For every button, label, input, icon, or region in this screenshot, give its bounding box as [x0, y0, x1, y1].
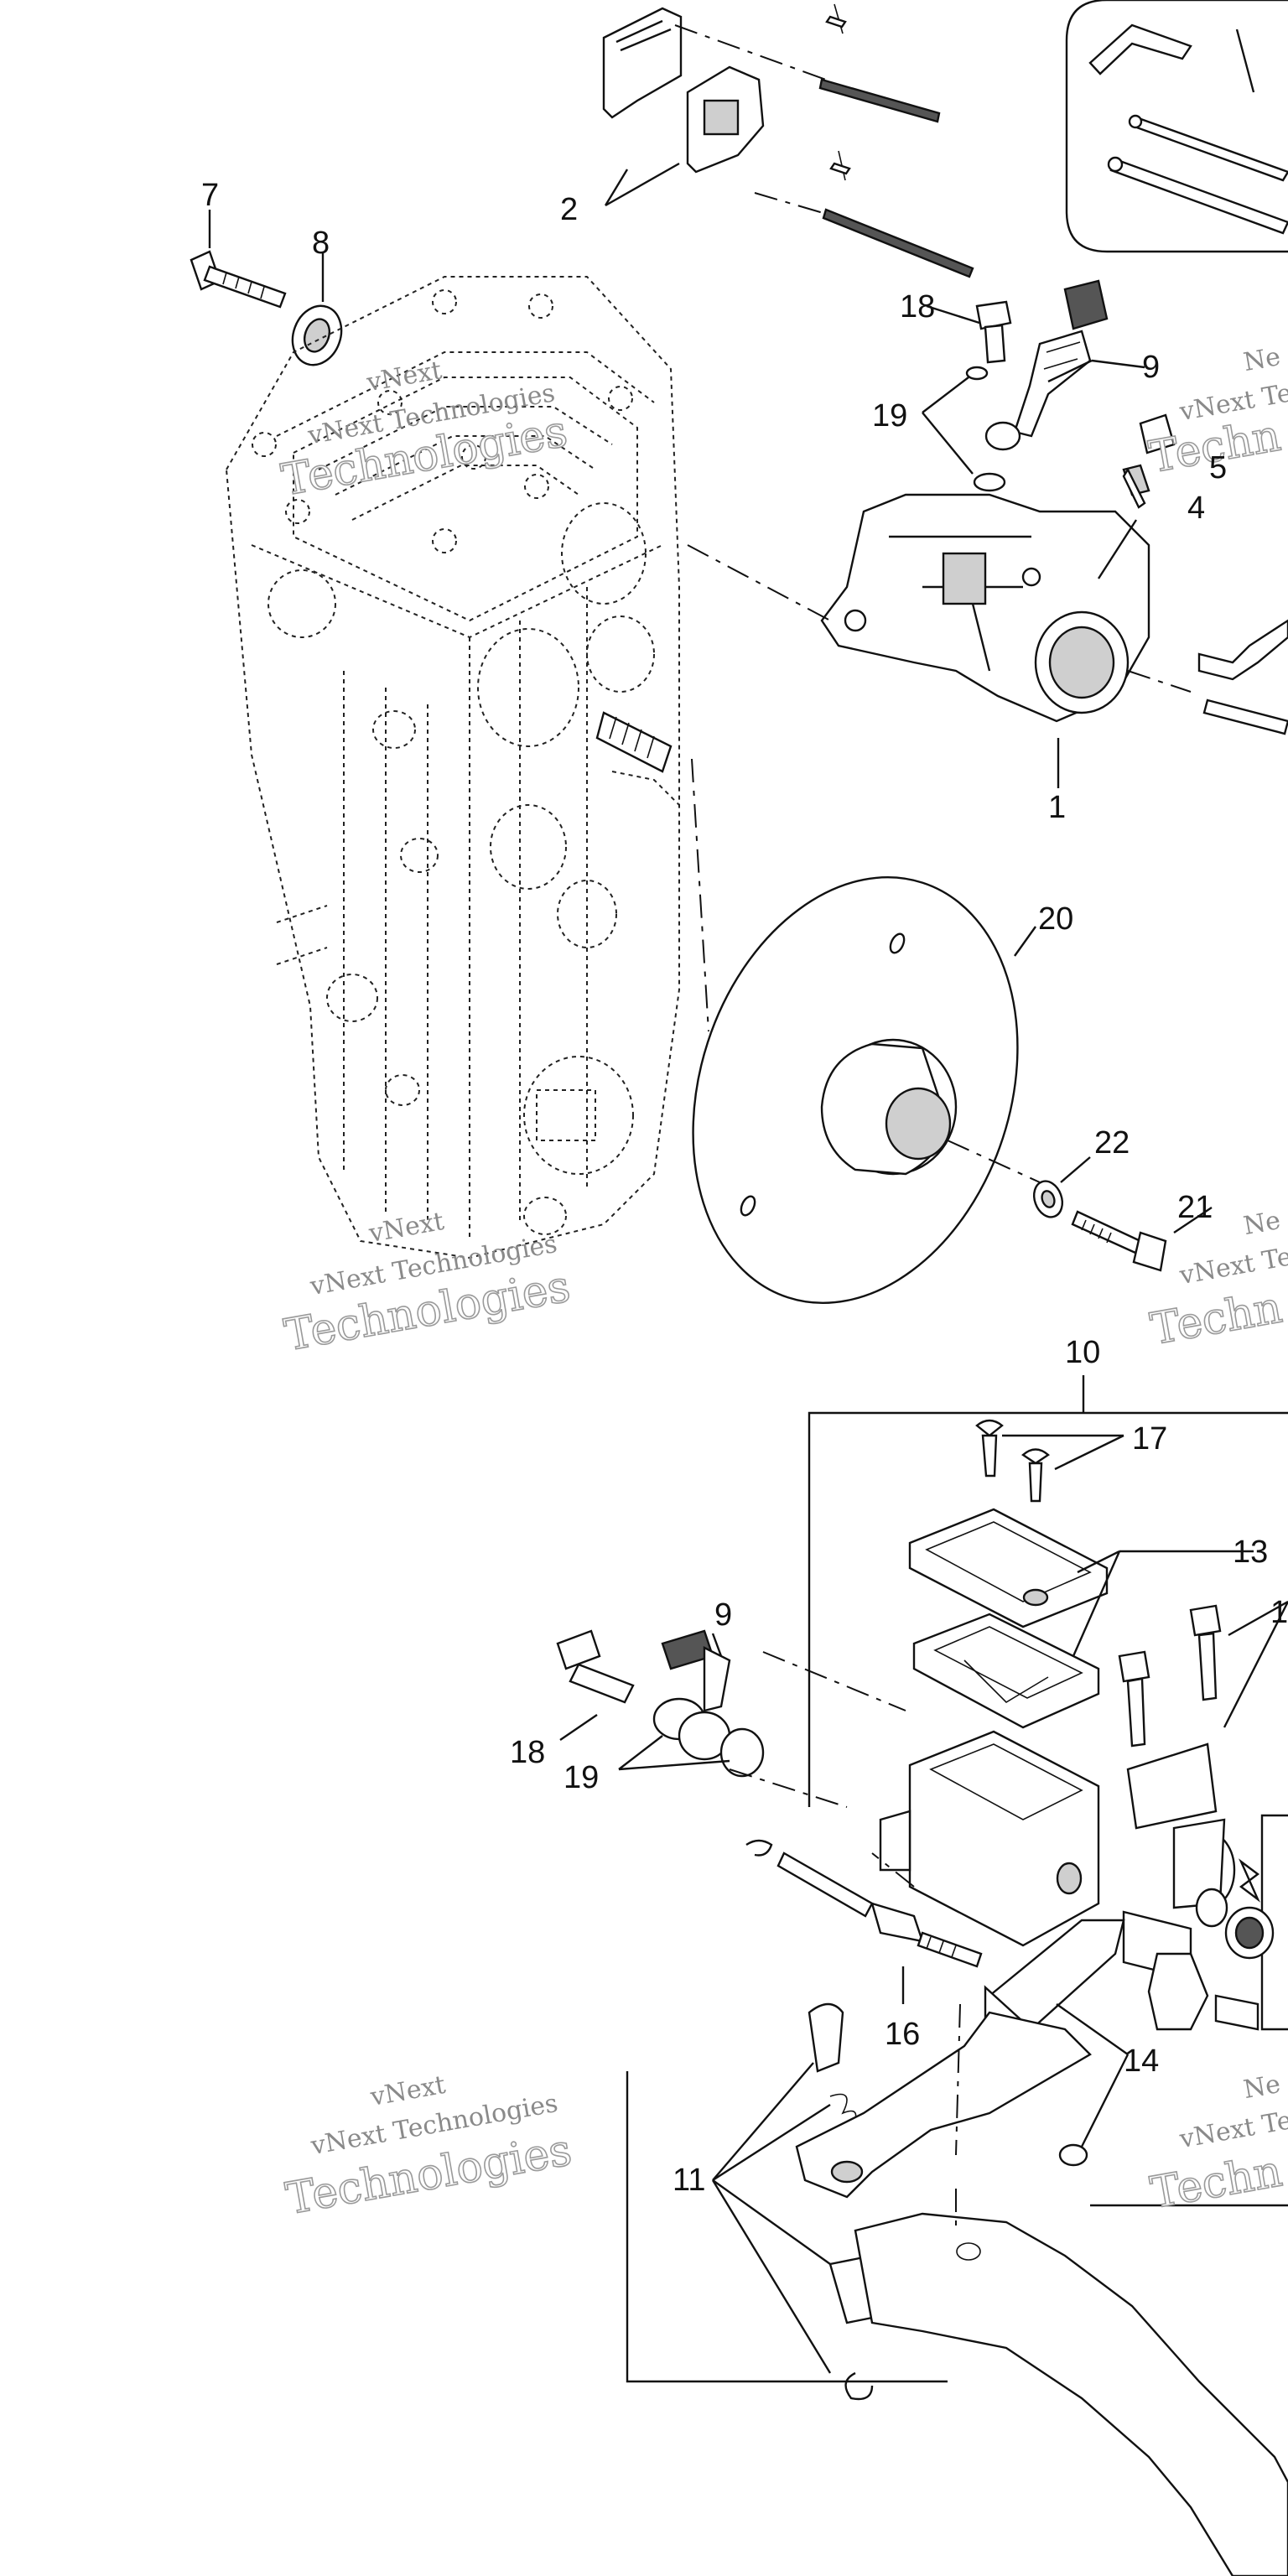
callout-17: 17 [1132, 1421, 1167, 1457]
callout-9-bottom: 9 [714, 1597, 732, 1633]
output-shaft [595, 711, 673, 773]
callout-labels: 2 7 8 18 9 19 5 4 1 20 22 21 10 17 13 1 … [201, 178, 1288, 2198]
callout-10: 10 [1065, 1335, 1100, 1370]
inset-box-pins-and-clips [1065, 0, 1288, 253]
master-cylinder-box [626, 1375, 1288, 2383]
watermark-text: Ne [1241, 1206, 1282, 1241]
callout-19-bottom: 19 [564, 1760, 599, 1795]
callout-13: 13 [1233, 1535, 1268, 1570]
callout-21: 21 [1177, 1190, 1213, 1225]
brake-caliper [687, 493, 1288, 788]
watermark-text: Ne [1241, 342, 1282, 377]
watermark-edge-bottom: Ne vNext Te Techn [1146, 2070, 1288, 2220]
callout-18-bottom: 18 [510, 1735, 545, 1770]
callout-19-top: 19 [872, 398, 907, 434]
callout-20: 20 [1038, 901, 1073, 937]
reservoir-cover-and-diaphragm [908, 1508, 1254, 1729]
watermark-text: vNext [364, 356, 444, 397]
brake-disc [691, 758, 1041, 1304]
callout-18-top: 18 [900, 289, 935, 325]
callout-14: 14 [1124, 2044, 1159, 2079]
right-partial-box [1147, 1814, 1288, 2031]
watermark-edge-top: Ne vNext Te Techn [1145, 342, 1288, 484]
gearbox-housing [225, 276, 680, 1259]
master-cylinder-body [762, 1651, 1192, 2081]
brake-lever [711, 2002, 1288, 2576]
clamp-bolts [1118, 1600, 1288, 1909]
pad-retaining-pins [674, 3, 974, 278]
bolt-and-washer-7-8 [190, 210, 343, 366]
callout-4: 4 [1187, 491, 1205, 526]
callout-2: 2 [560, 192, 578, 227]
watermark-edge-middle: Ne vNext Te Techn [1146, 1206, 1288, 1356]
callout-8: 8 [312, 226, 330, 261]
watermark-text: vNext [366, 1207, 447, 1249]
banjo-fitting-top [922, 279, 1145, 492]
cover-screws [975, 1419, 1124, 1503]
pushrod-and-cable [745, 1839, 983, 2004]
watermark-text: Ne [1241, 2070, 1282, 2105]
callout-22: 22 [1094, 1125, 1130, 1161]
watermark-middle: vNext vNext Technologies Technologies [280, 1207, 574, 1362]
callout-9-top: 9 [1142, 350, 1160, 385]
disc-bolt-and-washer [1032, 1156, 1213, 1272]
callout-11: 11 [673, 2163, 705, 2198]
brake-pads [602, 7, 765, 207]
watermark-text: Techn [1147, 2146, 1286, 2218]
callout-16: 16 [885, 2017, 920, 2052]
bleeder-screw-and-cap [1097, 413, 1176, 579]
callout-7: 7 [201, 178, 219, 213]
watermark-bottom: vNext vNext Technologies Technologies [282, 2070, 576, 2225]
banjo-fitting-bottom [556, 1629, 848, 1808]
watermark-text: vNext [367, 2070, 448, 2112]
watermark-text: Techn [1147, 1282, 1286, 1354]
callout-5: 5 [1209, 450, 1227, 486]
callout-1: 1 [1048, 790, 1066, 825]
callout-1-partial: 1 [1270, 1595, 1288, 1630]
